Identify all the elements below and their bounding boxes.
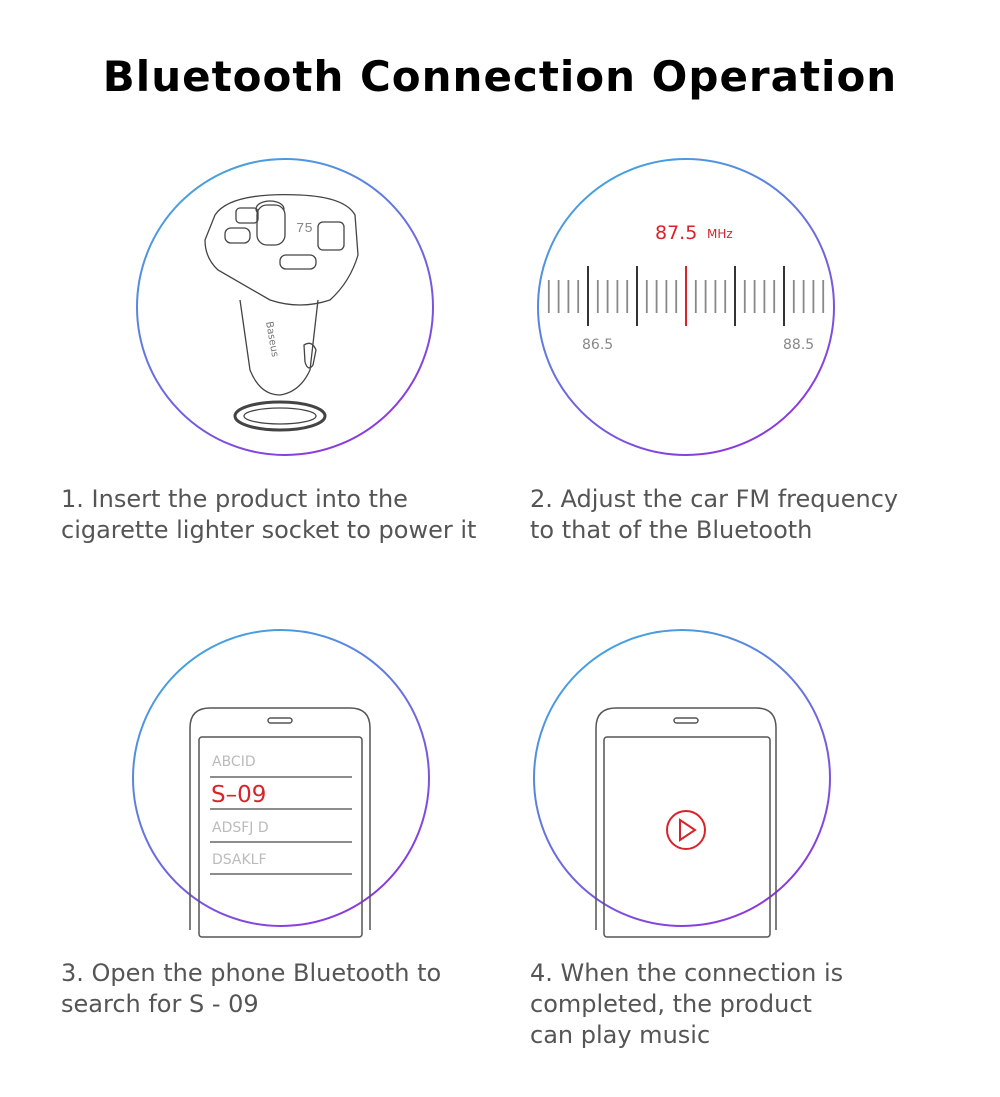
fm-scale-left-label: 86.5: [582, 337, 613, 353]
charger-brand: Baseus: [263, 321, 280, 358]
fm-scale-right-label: 88.5: [783, 337, 814, 353]
device-list-item[interactable]: DSAKLF: [212, 852, 267, 868]
phone-icon: [595, 707, 777, 938]
page-title: Bluetooth Connection Operation: [102, 52, 898, 101]
fm-scale: [547, 266, 825, 326]
device-list-item[interactable]: ABCID: [212, 754, 256, 770]
device-list-item[interactable]: ADSFJ D: [212, 820, 269, 836]
fm-unit: MHz: [707, 227, 733, 241]
step1-caption: 1. Insert the product into the cigarette…: [61, 485, 477, 544]
fm-frequency: 87.5: [655, 222, 697, 244]
step3-ring: [132, 629, 430, 927]
charger-display: 75: [296, 221, 313, 237]
step3-caption: 3. Open the phone Bluetooth to search fo…: [61, 959, 442, 1018]
step4-caption: 4. When the connection is completed, the…: [530, 959, 844, 1049]
step2-caption: 2. Adjust the car FM frequency to that o…: [530, 485, 899, 544]
device-list-item-selected[interactable]: S–09: [211, 782, 266, 808]
step2-ring: [537, 158, 835, 456]
play-icon[interactable]: [666, 810, 706, 850]
phone-icon: [189, 707, 371, 938]
step4-ring: [533, 629, 831, 927]
car-charger-icon: [204, 194, 359, 432]
step1-ring: [136, 158, 434, 456]
